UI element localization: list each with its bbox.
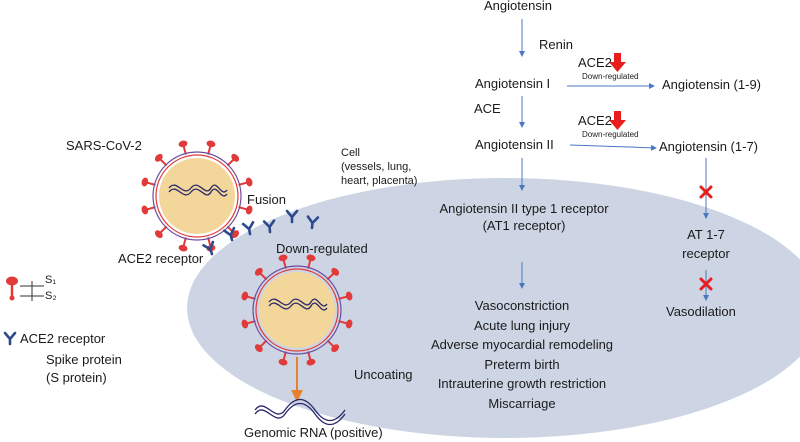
cell-label-line2: (vessels, lung, [341,161,412,173]
ace2-receptor-label: ACE2 receptor [118,251,204,266]
internalized-virion [239,252,355,368]
legend-spike-protein: Spike protein (S protein) [46,351,122,387]
ace-label: ACE [474,101,501,116]
fusion-label: Fusion [247,192,287,207]
ace2-label-2: ACE2 [578,113,612,128]
at17-line1: AT 1-7 [687,227,725,242]
effect-item: Miscarriage [488,395,556,411]
angiotensin-label: Angiotensin [484,0,552,13]
spike-protein-icon [152,151,171,170]
at1-receptor-label: Angiotensin II type 1 receptor (AT1 rece… [430,200,618,234]
at1-receptor-line1: Angiotensin II type 1 receptor [439,201,609,216]
down-arrow-icon [609,111,626,130]
blocked-cross-icon [699,277,713,291]
legend-s2: S₂ [45,290,57,302]
renin-label: Renin [539,37,573,52]
virus-name: SARS-CoV-2 [66,138,142,153]
at1-receptor-line2: (AT1 receptor) [482,218,566,233]
at17-receptor-label: AT 1-7 receptor [670,225,742,263]
effect-item: Intrauterine growth restriction [437,376,607,391]
sars-cov-2-virion [139,138,255,254]
effect-item: Vasoconstriction [474,298,570,313]
pathway-arrows [519,19,709,301]
cell-label-line3: heart, placenta) [341,175,418,187]
cell-label: Cell (vessels, lung, heart, placenta) [341,146,417,188]
genomic-rna-label: Genomic RNA (positive) [244,425,383,440]
angiotensin-1-9-label: Angiotensin (1-9) [662,77,761,92]
down-regulated-label-2: Down-regulated [582,130,639,139]
down-regulated-label-1: Down-regulated [582,72,639,81]
legend-ace2-receptor: ACE2 receptor [20,331,106,346]
ace2-label-1: ACE2 [578,55,612,70]
spike-line2: (S protein) [46,370,107,385]
cell-membrane [187,178,800,438]
down-regulated-label: Down-regulated [276,241,368,256]
angiotensin-1-7-label: Angiotensin (1-7) [659,139,758,154]
spike-protein-icon [152,222,171,241]
angiotensin-1-label: Angiotensin I [475,76,551,91]
uncoating-label: Uncoating [354,367,413,382]
genomic-rna-icon [254,398,346,426]
cell-label-line1: Cell [341,147,360,159]
effect-item: Adverse myocardial remodeling [430,337,614,352]
spike-protein-legend-icon [6,276,44,301]
spike-line1: Spike protein [46,352,122,367]
at17-line2: receptor [682,246,730,261]
ace2-receptor-legend-icon [3,331,17,346]
effect-item: Preterm birth [484,356,560,372]
down-arrow-icon [609,53,626,72]
blocked-cross-icon [699,185,713,199]
legend-s1: S₁ [45,274,57,286]
spike-protein-icon [223,151,242,170]
vasodilation-label: Vasodilation [666,304,736,319]
angiotensin-2-label: Angiotensin II [475,137,554,152]
effect-item: Acute lung injury [473,317,571,333]
